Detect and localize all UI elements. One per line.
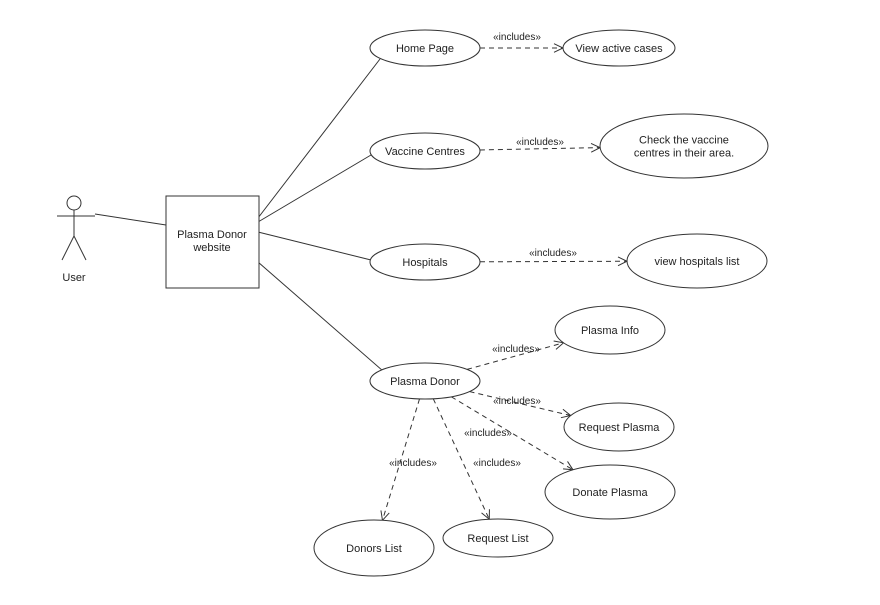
use-case-home[interactable]: Home Page [369,29,481,67]
use-case-ellipse[interactable] [599,113,769,179]
use-case-label: Request Plasma [579,422,661,434]
system-label: website [192,242,230,254]
include-dashed-line [479,260,628,263]
use-case-label: Donate Plasma [572,487,648,499]
use-case-label: Home Page [396,43,454,55]
use-case-ellipse[interactable] [544,464,676,520]
include-relation: «includes» [469,391,572,419]
stick-figure-icon [57,195,95,261]
actor-label: User [62,272,86,284]
association-line [257,231,372,261]
association-line [94,213,167,226]
use-case-ellipse[interactable] [313,519,435,577]
use-case-label: View active cases [575,43,663,55]
use-case-ellipse[interactable] [626,233,768,289]
include-dashed-line [381,398,421,521]
use-case-label: Vaccine Centres [385,146,465,158]
includes-label: «includes» [389,458,437,469]
use-case-label: Plasma Info [581,325,639,337]
use-case-ellipse[interactable] [369,362,481,400]
includes-label: «includes» [464,428,512,439]
use-case-ellipse[interactable] [369,29,481,67]
use-case-request[interactable]: Request Plasma [563,402,675,452]
use-case-info[interactable]: Plasma Info [554,305,666,355]
arrowhead-icon [481,509,490,521]
use-case-label: Check the vaccine [639,135,729,147]
use-case-label: view hospitals list [655,256,740,268]
association-line [257,261,384,372]
associations [94,58,384,372]
use-case-label: centres in their area. [634,148,734,160]
use-case-plasma[interactable]: Plasma Donor [369,362,481,400]
include-relation: «includes» [466,340,565,370]
include-relation: «includes» [479,248,629,267]
include-dashed-line [466,342,564,370]
includes-label: «includes» [492,344,540,355]
use-case-label: Request List [467,533,528,545]
includes-label: «includes» [493,396,541,407]
includes-label: «includes» [529,248,577,259]
use-case-ellipse[interactable] [369,243,481,281]
association-line [257,154,372,223]
include-relation: «includes» [479,137,602,153]
include-dashed-line [451,396,574,471]
use-case-donors[interactable]: Donors List [313,519,435,577]
use-case-vaccine[interactable]: Vaccine Centres [369,132,481,170]
include-relation: «includes» [380,398,437,522]
include-relation: «includes» [432,398,521,521]
use-case-ellipse[interactable] [562,29,676,67]
use-case-hosplist[interactable]: view hospitals list [626,233,768,289]
actor-user[interactable]: User [57,195,95,284]
use-case-label: Hospitals [402,257,448,269]
use-case-label: Donors List [346,543,402,555]
include-dashed-line [432,398,490,520]
includes-label: «includes» [473,458,521,469]
use-case-donate[interactable]: Donate Plasma [544,464,676,520]
use-case-ellipse[interactable] [554,305,666,355]
use-case-ellipse[interactable] [369,132,481,170]
use-case-hospitals[interactable]: Hospitals [369,243,481,281]
use-case-ellipse[interactable] [563,402,675,452]
includes-label: «includes» [516,137,564,148]
use-case-ellipse[interactable] [442,518,554,558]
include-relation: «includes» [480,32,565,53]
system-rectangle[interactable] [165,195,260,289]
association-line [257,58,381,219]
system-label: Plasma Donor [177,229,247,241]
includes-label: «includes» [493,32,541,43]
use-case-label: Plasma Donor [390,376,460,388]
include-dashed-line [479,147,601,151]
use-case-reqlist[interactable]: Request List [442,518,554,558]
use-case-active[interactable]: View active cases [562,29,676,67]
